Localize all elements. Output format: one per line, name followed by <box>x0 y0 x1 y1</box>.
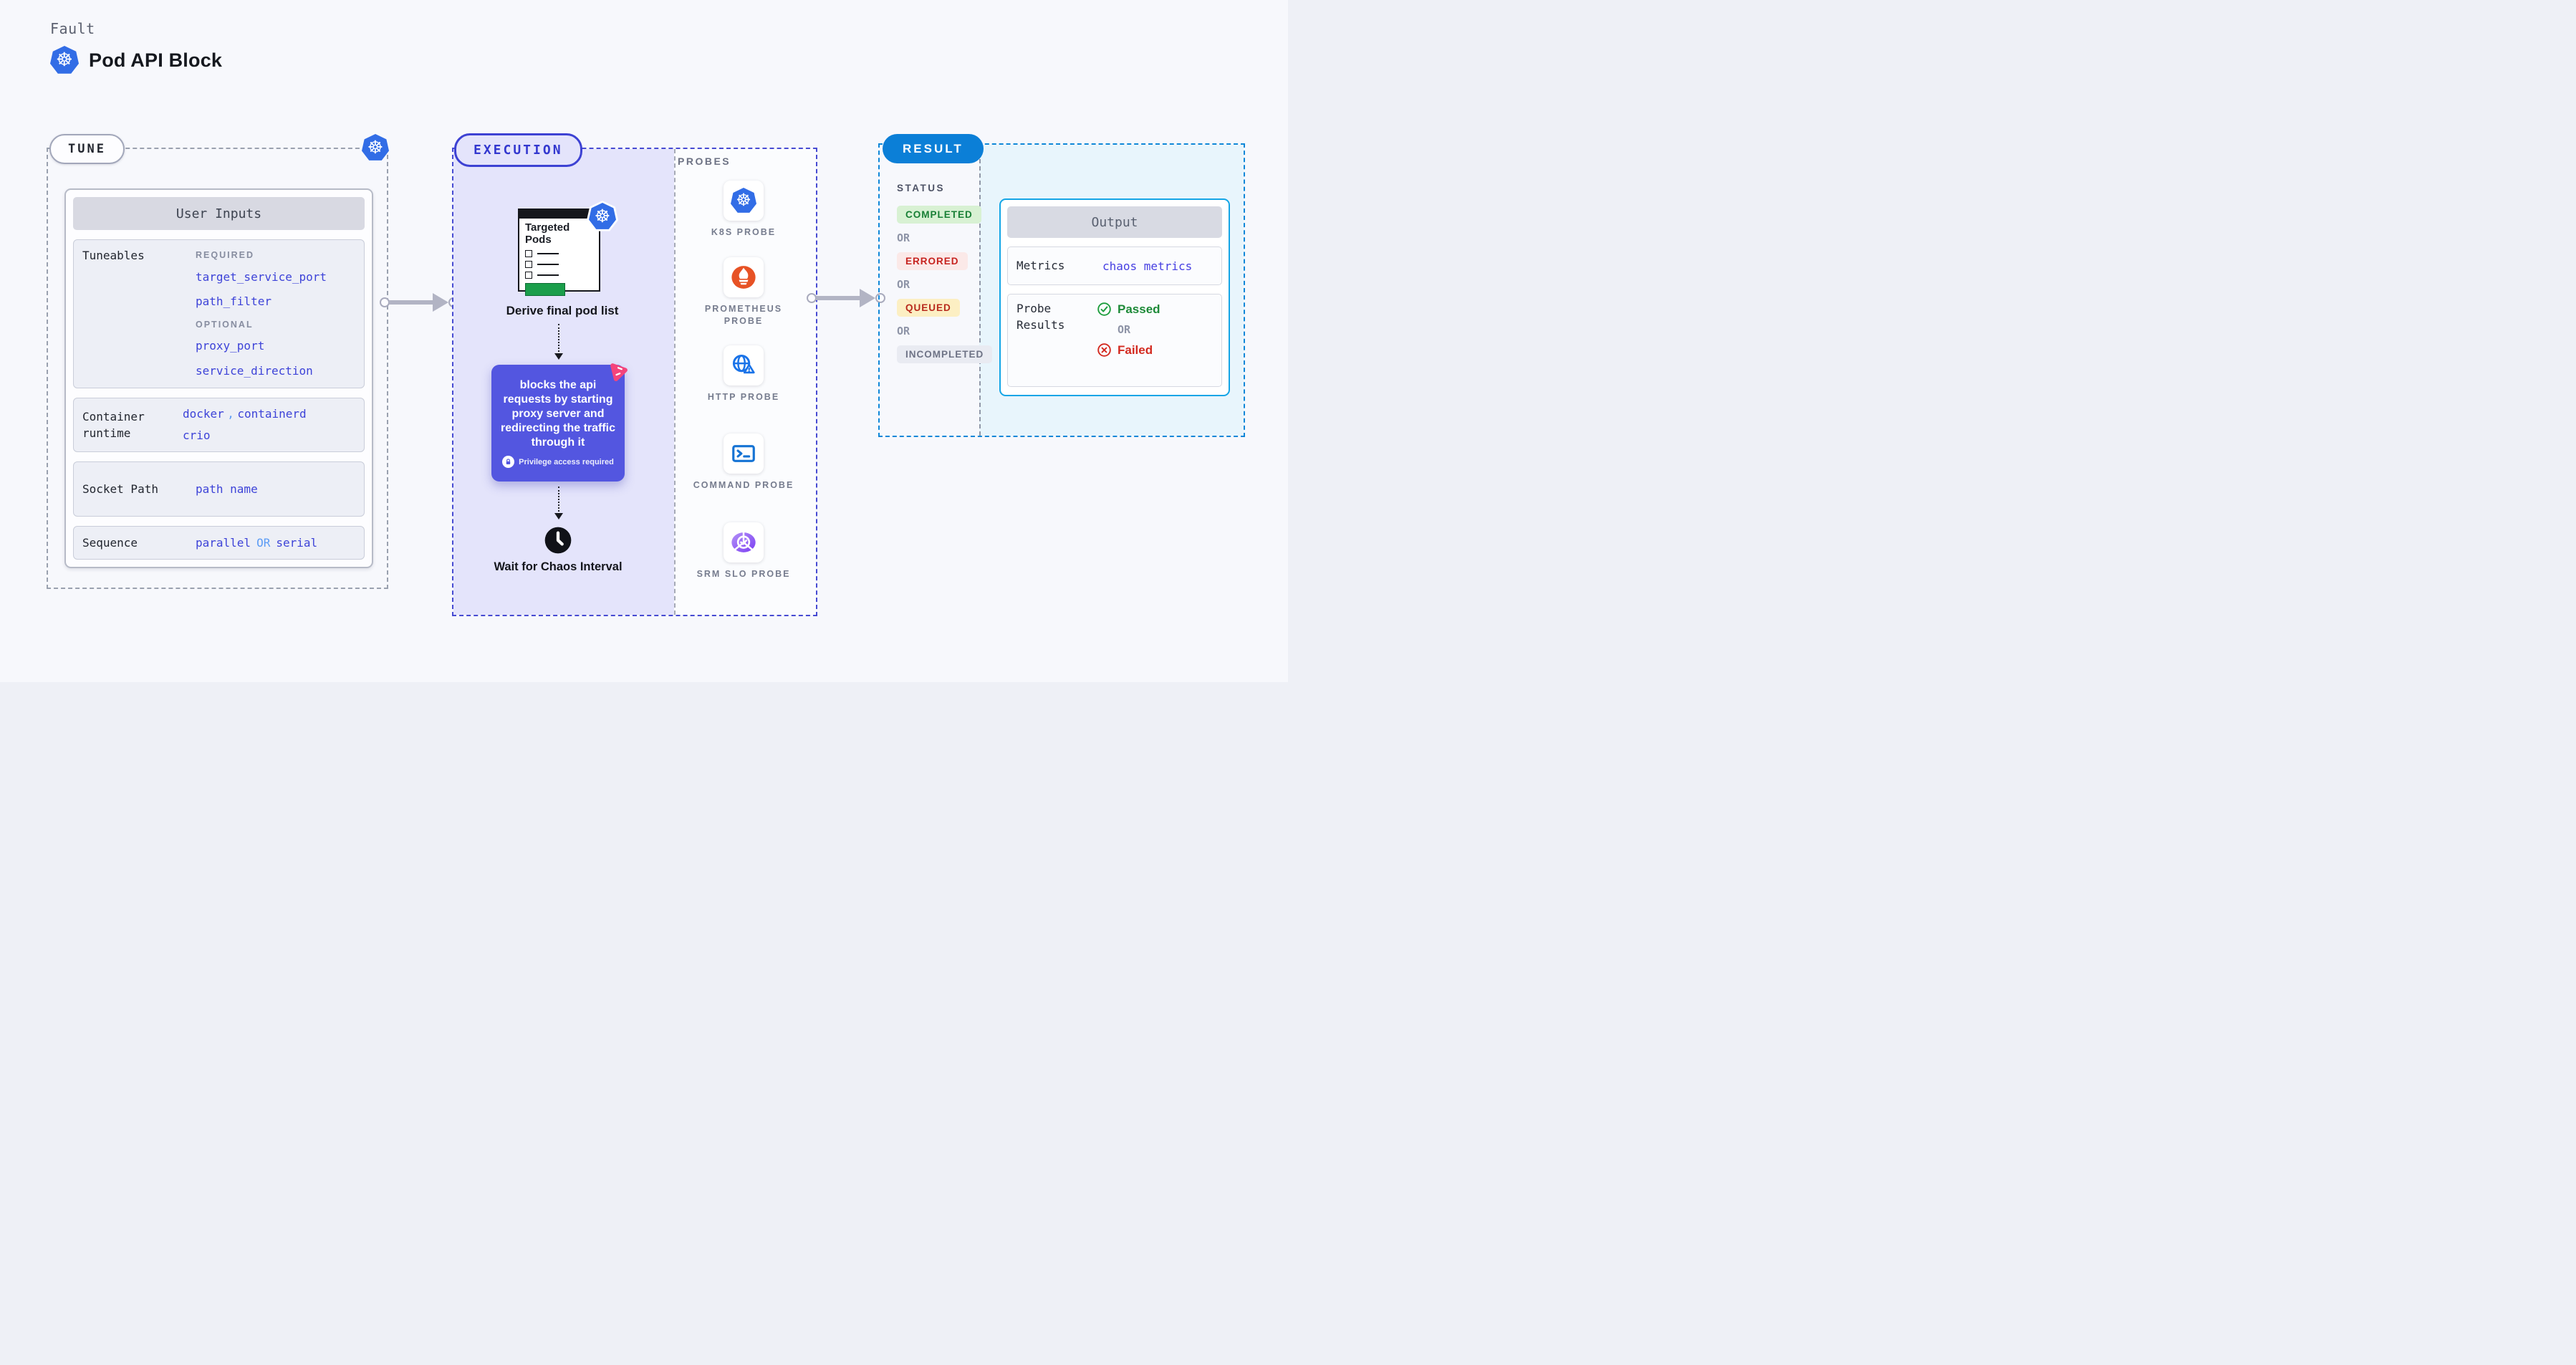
runtime-value[interactable]: crio <box>183 428 211 442</box>
tuneables-row: Tuneables REQUIRED target_service_port p… <box>73 239 365 388</box>
lock-icon <box>502 456 515 468</box>
page-title-row: ☸ Pod API Block <box>50 46 222 75</box>
status-or: OR <box>897 231 910 244</box>
tune-to-execution-arrow <box>380 293 458 312</box>
output-header: Output <box>1007 206 1222 238</box>
tuneable-link[interactable]: service_direction <box>196 364 313 378</box>
execution-to-result-arrow <box>807 289 885 307</box>
execution-badge: EXECUTION <box>454 133 582 167</box>
runtime-value[interactable]: containerd <box>237 407 307 421</box>
tuneable-link[interactable]: proxy_port <box>196 339 265 353</box>
probe-results-row: Probe Results Passed OR Failed <box>1007 294 1222 387</box>
prometheus-flame-icon <box>724 257 764 297</box>
probe-item-k8s: ☸ K8S PROBE <box>692 181 795 239</box>
derive-pod-list-label: Derive final pod list <box>506 304 619 317</box>
chaos-metrics-link[interactable]: chaos metrics <box>1102 259 1193 273</box>
status-column: STATUS COMPLETED OR ERRORED OR QUEUED OR… <box>897 183 993 363</box>
kubernetes-icon: ☸ <box>724 181 764 221</box>
socket-path-row: Socket Path path name <box>73 461 365 517</box>
flow-arrow-down <box>554 487 563 519</box>
probe-item-prometheus: PROMETHEUS PROBE <box>692 257 795 327</box>
status-or: OR <box>897 325 910 337</box>
status-title: STATUS <box>897 183 945 193</box>
gauge-check-icon <box>724 522 764 562</box>
cross-circle-icon <box>1097 343 1111 357</box>
probe-item-command: COMMAND PROBE <box>692 434 795 492</box>
sequence-row: Sequence parallel OR serial <box>73 526 365 560</box>
check-circle-icon <box>1097 302 1111 316</box>
privilege-text: Privilege access required <box>519 457 614 466</box>
probe-results-or: OR <box>1118 323 1131 336</box>
chaos-pinwheel-icon <box>605 358 631 388</box>
status-badge-queued: QUEUED <box>897 299 960 317</box>
terminal-icon <box>724 434 764 474</box>
targeted-pods-document: Targeted Pods <box>518 209 600 296</box>
user-inputs-card: User Inputs Tuneables REQUIRED target_se… <box>64 188 373 568</box>
tuneable-link[interactable]: path_filter <box>196 294 271 308</box>
sequence-value[interactable]: parallel <box>196 536 251 550</box>
runtime-separator: , <box>227 407 234 421</box>
targeted-pods-title: Targeted Pods <box>525 221 570 246</box>
output-card: Output Metrics chaos metrics Probe Resul… <box>999 198 1230 396</box>
status-badge-completed: COMPLETED <box>897 206 981 224</box>
optional-label: OPTIONAL <box>196 320 254 330</box>
kubernetes-icon: ☸ <box>589 203 616 230</box>
metrics-label: Metrics <box>1017 259 1065 273</box>
tune-badge: TUNE <box>49 134 125 164</box>
page-title: Pod API Block <box>89 49 223 71</box>
status-or: OR <box>897 278 910 291</box>
clock-icon <box>544 526 572 555</box>
probe-item-http: HTTP PROBE <box>692 345 795 403</box>
privilege-note: Privilege access required <box>502 456 614 468</box>
fault-description: blocks the api requests by starting prox… <box>500 379 616 449</box>
failed-result: Failed <box>1097 343 1160 358</box>
sequence-label: Sequence <box>82 535 138 550</box>
probes-title: PROBES <box>678 155 731 167</box>
kubernetes-icon: ☸ <box>362 134 389 161</box>
sequence-or: OR <box>256 536 271 550</box>
metrics-row: Metrics chaos metrics <box>1007 246 1222 285</box>
user-inputs-header: User Inputs <box>73 197 365 230</box>
tune-section-box <box>47 148 388 589</box>
fault-description-node: blocks the api requests by starting prox… <box>491 365 625 482</box>
wait-chaos-interval-label: Wait for Chaos Interval <box>494 560 623 573</box>
progress-bar <box>525 282 565 296</box>
fault-kicker: Fault <box>50 20 95 37</box>
sequence-value[interactable]: serial <box>276 536 318 550</box>
kubernetes-icon: ☸ <box>50 46 79 75</box>
globe-warning-icon <box>724 345 764 385</box>
container-runtime-row: Container runtime docker , containerd cr… <box>73 398 365 452</box>
diagram-canvas: Fault ☸ Pod API Block TUNE ☸ User Inputs… <box>0 0 1288 682</box>
flow-arrow-down <box>554 324 563 360</box>
container-runtime-label: Container runtime <box>82 409 145 440</box>
tuneables-label: Tuneables <box>82 249 145 262</box>
socket-path-value[interactable]: path name <box>196 482 258 496</box>
result-badge: RESULT <box>883 134 984 163</box>
status-badge-errored: ERRORED <box>897 252 968 270</box>
socket-path-label: Socket Path <box>82 482 158 496</box>
probe-item-srm-slo: SRM SLO PROBE <box>692 522 795 580</box>
status-badge-incompleted: INCOMPLETED <box>897 345 993 363</box>
tuneable-link[interactable]: target_service_port <box>196 270 327 284</box>
runtime-value[interactable]: docker <box>183 407 224 421</box>
probe-results-label: Probe Results <box>1017 302 1065 332</box>
passed-result: Passed <box>1097 302 1160 317</box>
required-label: REQUIRED <box>196 250 254 260</box>
